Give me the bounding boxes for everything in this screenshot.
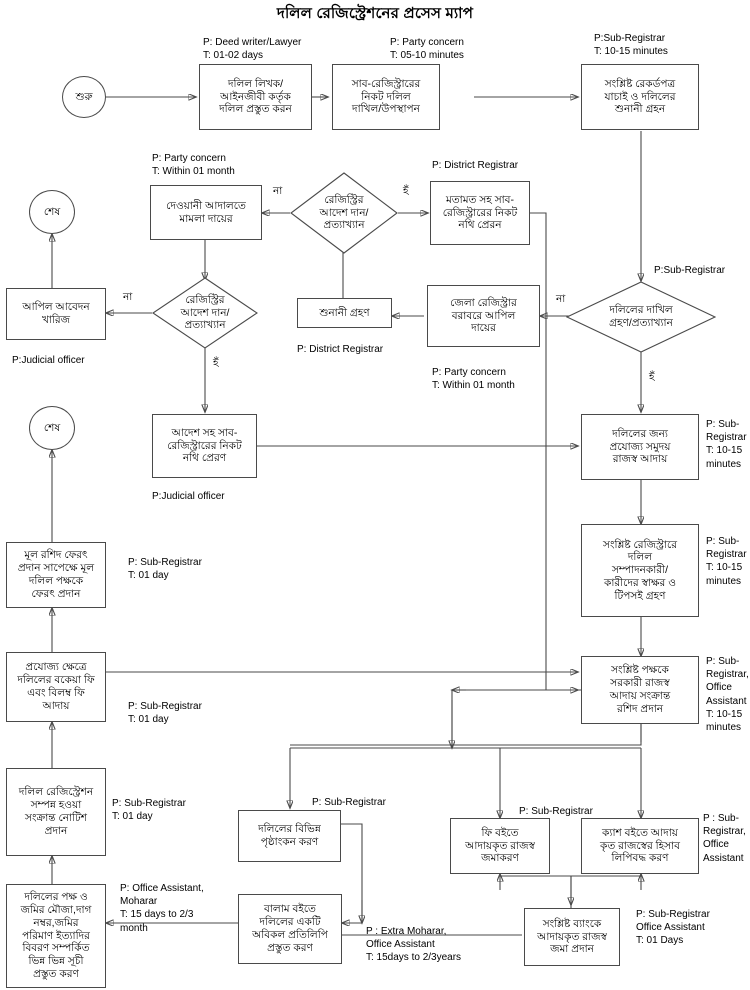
node-submit-subregistrar[interactable]: সাব-রেজিস্ট্রারের নিকট দলিল দাখিল/উপস্থা…	[332, 64, 440, 130]
node-appeal-district-registrar[interactable]: জেলা রেজিস্ট্রার বরাবরে আপিল দায়ের	[427, 285, 540, 347]
node-order-send[interactable]: আদেশ সহ সাব- রেজিস্ট্রারের নিকট নথি প্রে…	[152, 414, 257, 478]
node-revenue-receipt[interactable]: সংশ্লিষ্ট পক্ষকে সরকারী রাজস্ব আদায় সংক…	[581, 656, 699, 724]
note-appeal-dismiss: P:Judicial officer	[12, 355, 85, 366]
node-civil-court-label: দেওয়ানী আদালতে মামলা দায়ের	[166, 199, 246, 225]
node-balam-copy[interactable]: বালাম বইতে দলিলের একটি অবিকল প্রতিলিপি প…	[238, 894, 342, 964]
node-bank-deposit[interactable]: সংশ্লিষ্ট ব্যাংকে আদায়কৃত রাজস্ব জমা প্…	[524, 908, 620, 966]
node-start-label: শুরু	[75, 90, 93, 103]
node-collect-revenue-label: দলিলের জন্য প্রযোজ্য সমুদয় রাজস্ব আদায়	[609, 427, 671, 466]
note-hearing: P: District Registrar	[297, 344, 384, 355]
node-cash-book-label: ক্যাশ বইতে আদায় কৃত রাজস্বের হিসাব লিপি…	[599, 826, 680, 865]
edge-label-reg1-yes: হঁ	[402, 185, 410, 197]
node-arrear-fee[interactable]: প্রযোজ্য ক্ষেত্রে দলিলের বকেয়া ফি এবং ব…	[6, 652, 106, 722]
node-collect-revenue[interactable]: দলিলের জন্য প্রযোজ্য সমুদয় রাজস্ব আদায়	[581, 414, 699, 480]
node-registry-order-2-label: রেজিস্ট্রির আদেশ দান/ প্রত্যাখ্যান	[180, 294, 230, 332]
node-signature-collection[interactable]: সংশ্লিষ্ট রেজিস্ট্রারে দলিল সম্পাদনকারী/…	[581, 524, 699, 617]
node-start[interactable]: শুরু	[62, 76, 106, 118]
note-accept-reject: P:Sub-Registrar	[654, 265, 726, 276]
node-end-top-label: শেষ	[43, 205, 61, 218]
node-submit-subregistrar-label: সাব-রেজিস্ট্রারের নিকট দলিল দাখিল/উপস্থা…	[351, 77, 421, 116]
note-index-prepare: P: Office Assistant, Moharar T: 15 days …	[120, 883, 204, 934]
node-index-prepare[interactable]: দলিলের পক্ষ ও জমির মৌজা,দাগ নম্বর,জমির প…	[6, 884, 106, 988]
edge-label-accept-yes: হঁ	[648, 371, 656, 383]
node-registry-order-1[interactable]: রেজিস্ট্রির আদেশ দান/ প্রত্যাখ্যান	[290, 172, 398, 254]
note-signature-collection: P: Sub- Registrar T: 10-15 minutes	[706, 536, 747, 587]
node-verify-record[interactable]: সংশ্লিষ্ট রেকর্ডপত্র যাচাই ও দলিলের শুনা…	[581, 64, 699, 130]
node-appeal-district-registrar-label: জেলা রেজিস্ট্রার বরাবরে আপিল দায়ের	[450, 296, 517, 335]
note-registration-notice: P: Sub-Registrar T: 01 day	[112, 798, 186, 823]
node-deed-write[interactable]: দলিল লিখক/ আইনজীবী কর্তৃক দলিল প্রস্তুত …	[199, 64, 312, 130]
note-collect-revenue: P: Sub- Registrar T: 10-15 minutes	[706, 419, 747, 470]
node-hearing[interactable]: শুনানী গ্রহণ	[297, 298, 392, 328]
note-verify-record: P:Sub-Registrar T: 10-15 minutes	[594, 33, 668, 58]
note-appeal-district-registrar: P: Party concern T: Within 01 month	[432, 367, 515, 392]
node-bank-deposit-label: সংশ্লিষ্ট ব্যাংকে আদায়কৃত রাজস্ব জমা প্…	[537, 917, 607, 956]
note-bank-deposit: P: Sub-Registrar Office Assistant T: 01 …	[636, 909, 710, 947]
node-page-numbering[interactable]: দলিলের বিভিন্ন পৃষ্ঠাংকন করণ	[238, 810, 341, 862]
note-cash-book: P : Sub- Registrar, Office Assistant	[703, 813, 746, 864]
node-page-numbering-label: দলিলের বিভিন্ন পৃষ্ঠাংকন করণ	[258, 823, 321, 848]
edge-label-reg1-no: না	[272, 185, 284, 197]
node-appeal-dismiss-label: আপিল আবেদন খারিজ	[22, 301, 90, 326]
diamond-shape-icon	[566, 281, 716, 353]
node-civil-court[interactable]: দেওয়ানী আদালতে মামলা দায়ের	[150, 185, 262, 240]
node-end-mid[interactable]: শেষ	[29, 406, 75, 450]
node-registry-order-2[interactable]: রেজিস্ট্রির আদেশ দান/ প্রত্যাখ্যান	[152, 277, 258, 349]
node-accept-reject-decision[interactable]: দলিলের দাখিল গ্রহণ/প্রত্যাখ্যান	[566, 281, 716, 353]
node-hearing-label: শুনানী গ্রহণ	[319, 306, 370, 319]
node-registry-order-1-label: রেজিস্ট্রির আদেশ দান/ প্রত্যাখ্যান	[319, 194, 369, 232]
diamond-shape-icon	[152, 277, 258, 349]
node-appeal-dismiss[interactable]: আপিল আবেদন খারিজ	[6, 288, 106, 340]
note-submit-subregistrar: P: Party concern T: 05-10 minutes	[390, 37, 464, 62]
note-revenue-receipt: P: Sub- Registrar, Office Assistant T: 1…	[706, 656, 749, 733]
node-verify-record-label: সংশ্লিষ্ট রেকর্ডপত্র যাচাই ও দলিলের শুনা…	[604, 77, 676, 116]
note-return-deed: P: Sub-Registrar T: 01 day	[128, 557, 202, 582]
edge-label-reg2-no: না	[122, 291, 134, 303]
node-return-deed-label: মূল রশিদ ফেরৎ প্রদান সাপেক্ষে মূল দলিল প…	[17, 549, 95, 600]
node-return-deed[interactable]: মূল রশিদ ফেরৎ প্রদান সাপেক্ষে মূল দলিল প…	[6, 542, 106, 608]
node-fee-book[interactable]: ফি বইতে আদায়কৃত রাজস্ব জমাকরণ	[450, 818, 550, 874]
note-order-send: P:Judicial officer	[152, 491, 225, 502]
note-civil-court: P: Party concern T: Within 01 month	[152, 153, 235, 178]
node-end-mid-label: শেষ	[43, 421, 61, 434]
page-title: দলিল রেজিস্ট্রেশনের প্রসেস ম্যাপ	[276, 5, 474, 22]
node-arrear-fee-label: প্রযোজ্য ক্ষেত্রে দলিলের বকেয়া ফি এবং ব…	[17, 661, 95, 712]
node-balam-copy-label: বালাম বইতে দলিলের একটি অবিকল প্রতিলিপি প…	[252, 903, 328, 954]
node-accept-reject-decision-label: দলিলের দাখিল গ্রহণ/প্রত্যাখ্যান	[609, 304, 673, 329]
note-deed-write: P: Deed writer/Lawyer T: 01-02 days	[203, 37, 302, 62]
node-end-top[interactable]: শেষ	[29, 190, 75, 234]
node-deed-write-label: দলিল লিখক/ আইনজীবী কর্তৃক দলিল প্রস্তুত …	[219, 77, 292, 116]
note-balam-copy: P : Extra Moharar, Office Assistant T: 1…	[366, 926, 462, 964]
node-fee-book-label: ফি বইতে আদায়কৃত রাজস্ব জমাকরণ	[465, 826, 535, 865]
node-order-send-label: আদেশ সহ সাব- রেজিস্ট্রারের নিকট নথি প্রে…	[167, 426, 242, 465]
node-opinion-send[interactable]: মতামত সহ সাব- রেজিস্ট্রারের নিকট নথি প্র…	[430, 181, 530, 245]
node-index-prepare-label: দলিলের পক্ষ ও জমির মৌজা,দাগ নম্বর,জমির প…	[20, 891, 92, 980]
node-opinion-send-label: মতামত সহ সাব- রেজিস্ট্রারের নিকট নথি প্র…	[442, 193, 518, 232]
node-cash-book[interactable]: ক্যাশ বইতে আদায় কৃত রাজস্বের হিসাব লিপি…	[581, 818, 699, 874]
diamond-shape-icon	[290, 172, 398, 254]
node-registration-notice-label: দলিল রেজিস্ট্রেশন সম্পন্ন হওয়া সংক্রান্…	[18, 786, 94, 837]
edge-label-reg2-yes: হঁ	[212, 357, 220, 369]
edge-label-accept-no: না	[555, 293, 567, 305]
node-revenue-receipt-label: সংশ্লিষ্ট পক্ষকে সরকারী রাজস্ব আদায় সংক…	[609, 664, 671, 715]
note-opinion-send: P: District Registrar	[432, 160, 519, 171]
note-page-numbering: P: Sub-Registrar	[312, 797, 386, 808]
node-registration-notice[interactable]: দলিল রেজিস্ট্রেশন সম্পন্ন হওয়া সংক্রান্…	[6, 768, 106, 856]
note-arrear-fee: P: Sub-Registrar T: 01 day	[128, 701, 202, 726]
node-signature-collection-label: সংশ্লিষ্ট রেজিস্ট্রারে দলিল সম্পাদনকারী/…	[603, 538, 677, 602]
note-fee-book: P: Sub-Registrar	[519, 806, 593, 817]
